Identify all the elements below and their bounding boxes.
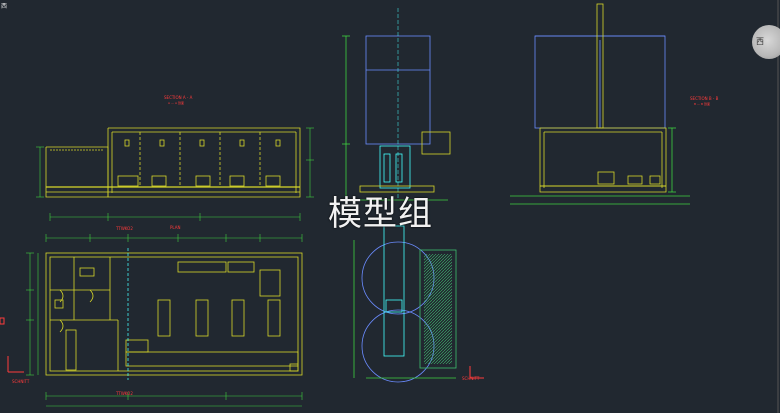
schnitt-label-left: SCHNITT — [12, 379, 30, 384]
section-b-title: SECTION B - B — [690, 96, 719, 101]
watermark-text: 模型组 — [328, 194, 433, 234]
section-a-drawing — [45, 127, 301, 198]
viewcube-compass[interactable]: 西 — [752, 25, 780, 59]
plan-drawing — [45, 252, 303, 376]
corner-glyph: 西 — [1, 3, 8, 10]
tank-plan-hatch — [424, 254, 452, 364]
plan-code-bottom: TTWKO2 — [116, 391, 133, 396]
section-b-drawing — [510, 3, 690, 205]
plan-title: PLAN — [170, 225, 181, 230]
schnitt-label-right: SCHNITT — [462, 376, 480, 381]
tank-elevation — [342, 8, 451, 201]
viewcube-label: 西 — [756, 37, 764, 46]
schnitt-marker-left — [0, 317, 24, 373]
plan-dimensions — [26, 234, 303, 407]
section-a-subtitle: A — A 剖面 — [168, 101, 184, 105]
section-b-subtitle: B — B 剖面 — [694, 102, 710, 106]
section-a-title: SECTION A - A — [164, 95, 193, 100]
section-a-dimensions — [36, 127, 314, 221]
plan-code: TTWKO2 — [116, 226, 133, 231]
